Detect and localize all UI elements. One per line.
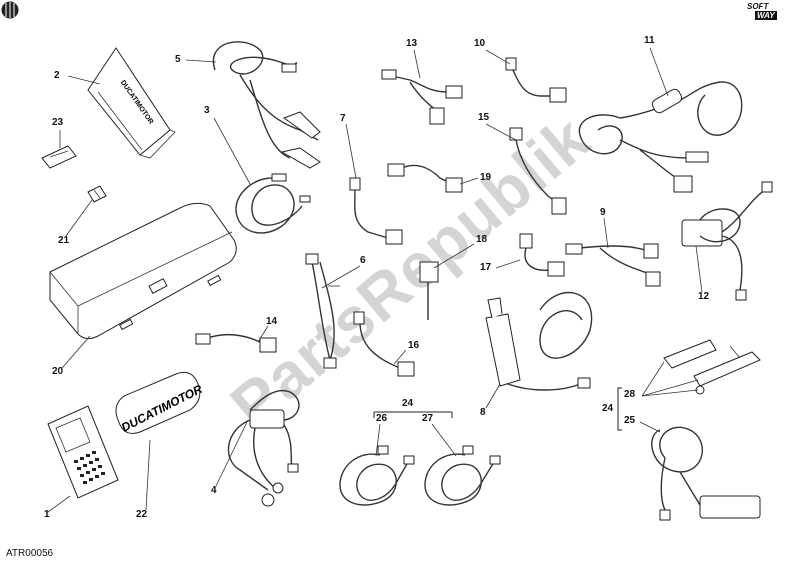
callout-11: 11: [644, 35, 655, 46]
callout-6: 6: [360, 255, 366, 266]
adapter-7: [349, 177, 403, 245]
callout-3: 3: [204, 105, 210, 116]
diagnostic-tester-1: [47, 405, 119, 499]
cable-26: [339, 445, 415, 506]
connector-18: [419, 261, 439, 320]
callout-22: 22: [136, 509, 148, 520]
cable-27: [424, 445, 501, 506]
callout-27: 27: [422, 413, 434, 424]
carry-bag-22: DUCATIMOTOR: [115, 371, 205, 435]
callout-12: 12: [698, 291, 710, 302]
callout-2: 2: [54, 70, 60, 81]
callout-15: 15: [478, 112, 490, 123]
adapter-15: [509, 127, 567, 215]
adapter-17: [519, 233, 565, 277]
current-probe-8: [485, 291, 593, 391]
callout-18: 18: [476, 234, 488, 245]
adapter-10: [505, 57, 567, 103]
clip-21: [87, 185, 107, 203]
logo-line2: WAY: [755, 11, 777, 20]
adapter-13: [381, 69, 463, 125]
workshop-manual: DUCATIMOTOR: [87, 47, 176, 159]
diagram-code: ATR00056: [6, 548, 54, 559]
brace-24-right: [617, 387, 622, 431]
logo-line1: SOFT: [747, 2, 769, 11]
callout-19: 19: [480, 172, 492, 183]
adapter-16: [353, 311, 415, 377]
adapter-19: [387, 163, 463, 193]
adapter-14: [195, 333, 277, 353]
callout-26: 26: [376, 413, 388, 424]
callout-9: 9: [600, 207, 606, 218]
cable-25: [651, 426, 761, 521]
cable-5: [212, 41, 321, 169]
callout-13: 13: [406, 38, 418, 49]
callout-28: 28: [624, 389, 636, 400]
disc-icon: [1, 1, 19, 19]
callout-16: 16: [408, 340, 420, 351]
bracket-24-group: [373, 411, 453, 418]
callout-23: 23: [52, 117, 64, 128]
callout-8: 8: [480, 407, 486, 418]
module-12: [681, 181, 773, 301]
callout-24-right: 24: [602, 403, 614, 414]
callout-25: 25: [624, 415, 636, 426]
leader-lines: [47, 47, 703, 513]
callout-24-left: 24: [402, 398, 414, 409]
callout-7: 7: [340, 113, 346, 124]
harness-4: [227, 389, 300, 507]
cable-11: [578, 81, 743, 193]
callout-1: 1: [44, 509, 50, 520]
callout-20: 20: [52, 366, 64, 377]
adapter-9: [565, 243, 661, 287]
callout-4: 4: [211, 485, 217, 496]
cable-3: [235, 173, 311, 234]
tool-case-20: [49, 202, 237, 340]
harness-6: [305, 253, 340, 369]
sticker-23: [41, 145, 77, 169]
bracket-28: [663, 339, 761, 395]
callout-17: 17: [480, 262, 492, 273]
callout-5: 5: [175, 54, 181, 65]
softway-logo: SOFT WAY: [747, 2, 791, 24]
callout-14: 14: [266, 316, 278, 327]
callout-10: 10: [474, 38, 486, 49]
callout-21: 21: [58, 235, 70, 246]
